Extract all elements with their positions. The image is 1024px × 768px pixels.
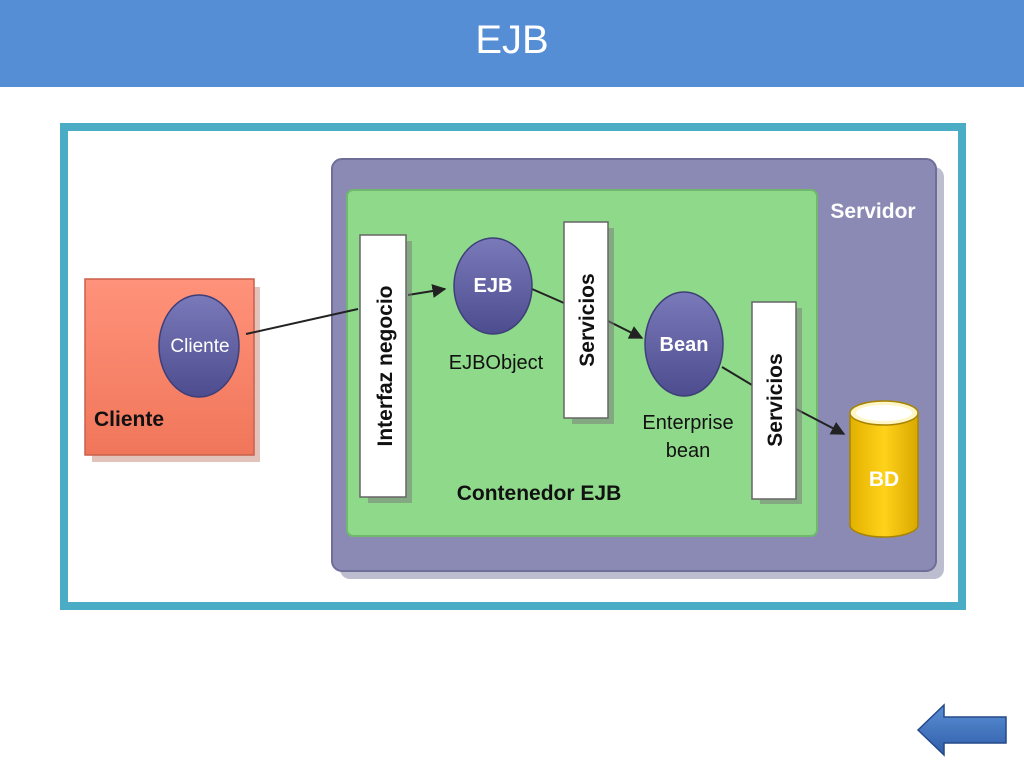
client-box-label: Cliente (94, 408, 164, 431)
container-label: Contenedor EJB (457, 482, 622, 505)
bean-caption-line2: bean (666, 440, 711, 462)
bean-node-label: Bean (660, 334, 709, 356)
services-bar-2: Servicios (751, 301, 802, 504)
ejb-node-label: EJB (474, 275, 513, 297)
bean-node: Bean Enterprise bean (642, 291, 734, 462)
ejb-architecture-diagram: Servidor Contenedor EJB Cliente Interfaz (60, 123, 966, 610)
server-label: Servidor (830, 200, 915, 223)
database-label: BD (869, 468, 899, 491)
bean-to-services-line (721, 366, 753, 386)
diagram-frame: Servidor Contenedor EJB Cliente Interfaz (60, 123, 966, 610)
slide-title: EJB (475, 18, 549, 62)
services-label-1: Servicios (576, 273, 599, 366)
arrow-left-icon (916, 703, 1007, 757)
title-bar: EJB (0, 0, 1024, 87)
services-to-db-arrow (795, 408, 846, 435)
interface-to-ejb-arrow (407, 284, 447, 298)
bean-caption-line1: Enterprise (642, 412, 733, 434)
ejb-node: EJB EJBObject (449, 237, 544, 374)
client-node: Cliente (158, 294, 240, 398)
database-cylinder: BD (849, 400, 919, 538)
client-to-interface-line (245, 308, 359, 335)
services-label-2: Servicios (764, 353, 787, 446)
back-button[interactable] (914, 702, 1010, 758)
interface-label: Interfaz negocio (374, 285, 397, 446)
services-bar-1: Servicios (563, 221, 614, 424)
ejb-node-caption: EJBObject (449, 352, 544, 374)
interface-bar: Interfaz negocio (359, 234, 412, 503)
ejb-to-services-line (531, 288, 565, 304)
client-node-label: Cliente (170, 336, 229, 357)
connectors (245, 284, 846, 435)
